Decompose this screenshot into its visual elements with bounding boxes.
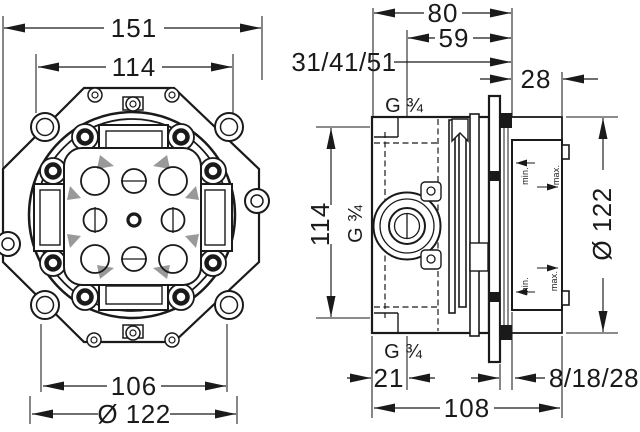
dim-total-depth-label: 108 [444, 393, 490, 423]
dim-diameter-label: Ø 122 [97, 399, 170, 429]
plaster-shield-inner [511, 139, 563, 311]
max-label-lower: max. [549, 271, 559, 291]
flange-ear-rings [30, 112, 244, 320]
thread-bottom-label: G ¾ [384, 341, 422, 363]
shield-tab-lower [561, 290, 570, 306]
screw-bosses [39, 123, 227, 311]
dim-installation-depths-label: 31/41/51 [291, 47, 396, 77]
flange-screws [86, 87, 180, 348]
side-port [372, 181, 442, 270]
side-latches [0, 188, 270, 257]
shield-cap-bottom [500, 325, 512, 340]
shield-cap-top [500, 113, 512, 128]
dim-depth-inner-label: 59 [439, 23, 470, 53]
fixing-screw-upper [489, 171, 500, 181]
dim-wall-finish-range-label: 8/18/28 [549, 363, 639, 393]
dim-shield-diameter-label: Ø 122 [587, 187, 617, 260]
front-view [0, 86, 270, 348]
dim-lower-width-label: 106 [111, 371, 157, 401]
front-view-dimensions: 151 114 106 Ø 122 [2, 13, 263, 429]
dim-rear-section-label: 21 [374, 363, 405, 393]
min-label-lower: min. [520, 277, 530, 295]
plaster-depth-markers: min. max. max. min. [516, 159, 561, 296]
side-view: min. max. max. min. G ¾ G ¾ G ¾ [345, 94, 570, 364]
max-label-upper: max. [551, 165, 561, 185]
hatch-marks [67, 155, 199, 279]
function-block [63, 147, 202, 286]
side-extension-lines [316, 8, 618, 418]
shield-tab-upper [561, 144, 570, 160]
dim-overall-width-label: 151 [111, 13, 157, 43]
dim-body-height-label: 114 [305, 202, 335, 246]
thread-side-label: G ¾ [345, 205, 367, 243]
min-label-upper: min. [520, 167, 530, 185]
fixing-screw-lower [489, 292, 500, 302]
inner-plates [448, 113, 489, 337]
dim-adjust-range-label: 28 [521, 64, 552, 94]
sealing-flange-plate [487, 94, 502, 364]
dim-upper-width-label: 114 [112, 52, 156, 82]
dim-depth-min-label: 80 [428, 0, 459, 28]
retaining-clip [451, 118, 469, 143]
front-extension-lines [2, 16, 263, 424]
port-holes [80, 166, 188, 274]
side-view-dimensions: 80 59 31/41/51 28 114 Ø 122 21 8/18/28 1… [291, 0, 639, 423]
housing-steps [374, 117, 399, 333]
thread-top-label: G ¾ [385, 95, 423, 117]
